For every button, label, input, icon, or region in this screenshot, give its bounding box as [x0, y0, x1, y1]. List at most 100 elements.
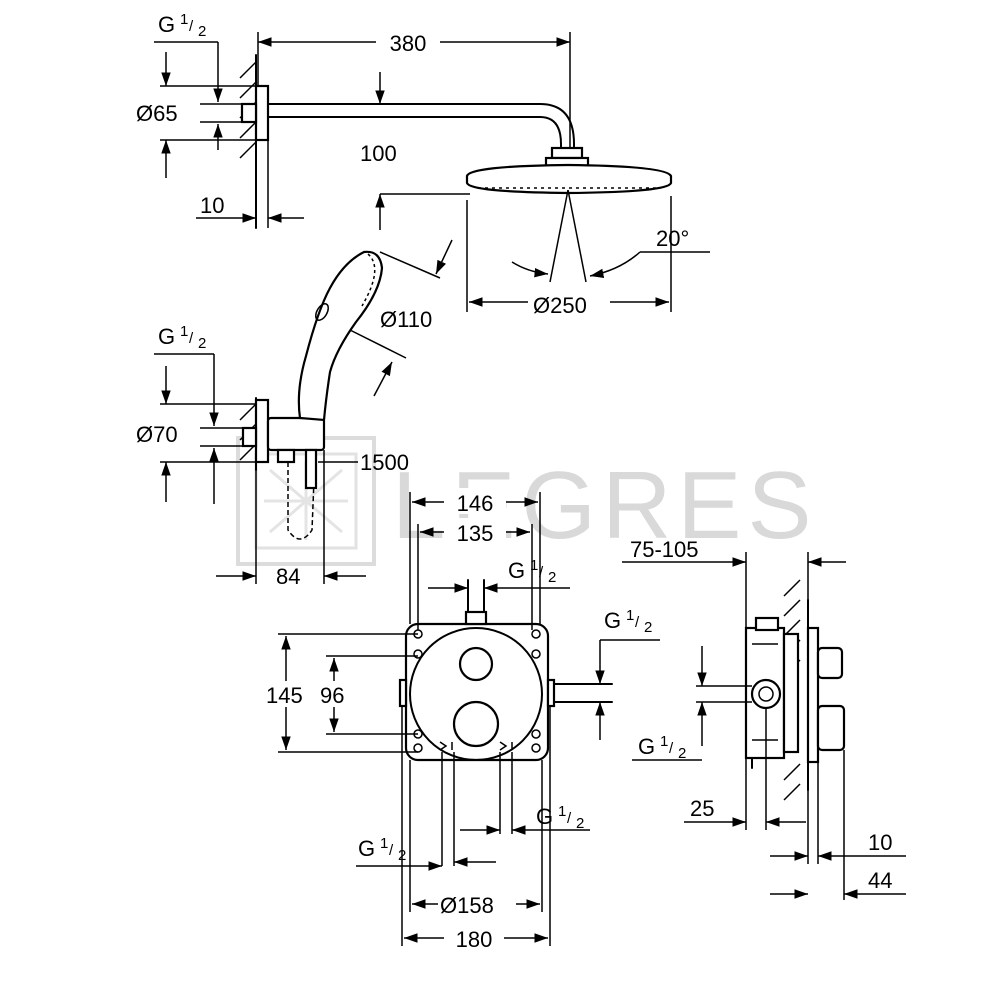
side-frame [782, 632, 800, 754]
label-10-side: 10 [868, 830, 892, 855]
label-44: 44 [868, 868, 892, 893]
label-g-half-thermo-bottom-left: G 1 / 2 [358, 835, 406, 864]
fraction-denominator: 2 [678, 745, 686, 762]
label-145: 145 [266, 683, 303, 708]
fraction-numerator: 1 [380, 835, 388, 852]
shower-arm-joint [550, 146, 584, 160]
shower-arm [267, 103, 575, 149]
side-stub-right [546, 678, 556, 708]
watermark-logo-pattern [264, 462, 348, 540]
fraction-slash: / [189, 18, 194, 35]
label-bg-250 [528, 288, 610, 314]
label-bg-96 [316, 681, 356, 707]
label-g-half-thermo-top: G 1 / 2 [508, 557, 556, 586]
label-g-half-mid: G 1 / 2 [158, 323, 206, 352]
g-letter: G [158, 324, 175, 349]
label-d65: Ø65 [136, 101, 178, 126]
label-380: 380 [390, 31, 427, 56]
label-bg-145 [262, 681, 312, 707]
label-g-half-thermo-bottom-right: G 1 / 2 [536, 803, 584, 832]
fraction-slash: / [389, 842, 394, 859]
lower-knob [452, 700, 500, 748]
inlet-stub-top [240, 102, 258, 124]
ext-110-b [349, 329, 407, 359]
watermark: LEGRES [236, 436, 811, 566]
angle-arc-a [511, 261, 549, 278]
fraction-numerator: 1 [558, 803, 566, 820]
label-d110: Ø110 [380, 307, 432, 332]
fraction-numerator: 1 [660, 733, 668, 750]
upper-knob [458, 646, 494, 682]
fraction-numerator: 1 [180, 11, 188, 28]
label-d70: Ø70 [136, 422, 178, 447]
label-146: 146 [457, 491, 494, 516]
g-letter: G [604, 608, 621, 633]
hose [287, 462, 315, 540]
label-d158: Ø158 [440, 893, 494, 918]
angle-ray-b [567, 189, 587, 283]
side-stub-left [398, 678, 408, 708]
fraction-slash: / [189, 330, 194, 347]
hand-shower-button [315, 303, 329, 321]
label-180: 180 [456, 927, 493, 952]
label-84: 84 [276, 564, 300, 589]
label-bg-158 [438, 890, 516, 916]
fraction-denominator: 2 [644, 619, 652, 636]
wall-plate-top [254, 84, 270, 142]
label-g-half-top: G 1 / 2 [158, 11, 206, 40]
label-135: 135 [457, 521, 494, 546]
g-letter: G [638, 734, 655, 759]
g-letter: G [536, 804, 553, 829]
label-10-top: 10 [200, 193, 224, 218]
fraction-slash: / [567, 810, 572, 827]
shower-head [465, 163, 673, 195]
thermostat-round-cover [409, 627, 543, 761]
fraction-numerator: 1 [180, 323, 188, 340]
flow-markers [439, 741, 513, 751]
fraction-numerator: 1 [626, 607, 634, 624]
side-knob-lower [816, 704, 846, 752]
fraction-numerator: 1 [530, 557, 538, 574]
dim-110-arrow-b [373, 361, 393, 397]
fraction-denominator: 2 [198, 23, 206, 40]
fraction-slash: / [635, 614, 640, 631]
shower-head-assembly: 380 G 1 / 2 Ø65 10 100 Ø250 [136, 11, 710, 318]
hand-inlet-stub [241, 426, 258, 448]
hose-nut [276, 448, 296, 464]
label-g-half-thermo-right: G 1 / 2 [604, 607, 652, 636]
side-valve [750, 678, 782, 710]
hand-shower-assembly: Ø110 G 1 / 2 Ø70 1500 84 [136, 239, 453, 589]
g-letter: G [158, 12, 175, 37]
thermostat-front-view: 146 135 G 1 / 2 G 1 / 2 145 [262, 488, 660, 952]
label-1500: 1500 [360, 450, 409, 475]
dim-110-arrow-a [435, 239, 453, 275]
label-bg-180 [444, 924, 504, 950]
hand-wall-plate [254, 398, 270, 464]
hose-connector [304, 448, 318, 490]
fraction-denominator: 2 [198, 335, 206, 352]
hand-shower-handle [297, 250, 384, 422]
fraction-denominator: 2 [398, 847, 406, 864]
label-75-105: 75-105 [630, 537, 699, 562]
label-20deg: 20° [656, 226, 689, 251]
fraction-denominator: 2 [576, 815, 584, 832]
fraction-denominator: 2 [548, 569, 556, 586]
fraction-slash: / [539, 564, 544, 581]
ext-110-a [379, 251, 441, 279]
side-view: 75-105 G 1 / [622, 537, 906, 900]
thermostat-top-inlet [464, 610, 488, 626]
label-100: 100 [360, 141, 397, 166]
g-letter: G [508, 558, 525, 583]
label-d250: Ø250 [533, 293, 587, 318]
fraction-slash: / [669, 740, 674, 757]
label-25: 25 [690, 796, 714, 821]
angle-arc-b [589, 251, 641, 278]
g-letter: G [358, 836, 375, 861]
label-g-half-side: G 1 / 2 [638, 733, 686, 762]
hand-holder-bracket [266, 416, 326, 452]
label-bg-135 [444, 518, 506, 544]
side-body-top [754, 616, 780, 632]
side-knob-upper [816, 646, 844, 680]
hand-shower-face [361, 253, 376, 307]
